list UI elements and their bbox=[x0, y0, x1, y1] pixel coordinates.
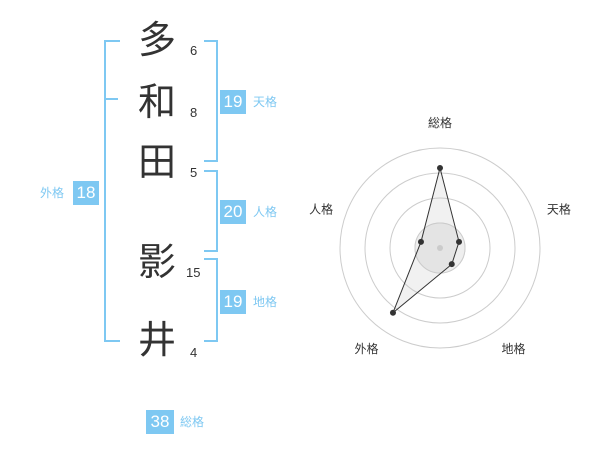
stroke-count-2: 8 bbox=[190, 105, 198, 120]
name-char-5: 井 bbox=[138, 318, 177, 362]
name-char-1: 多 bbox=[138, 18, 177, 62]
tenkaku-score: 19 bbox=[220, 90, 246, 114]
tenkaku-bracket bbox=[204, 40, 218, 162]
radar-ring-2 bbox=[389, 197, 491, 299]
gaikaku-bracket bbox=[104, 40, 120, 342]
jinkaku-label: 人格 bbox=[253, 205, 278, 219]
name-char-3: 田 bbox=[138, 140, 177, 184]
radar-point-2 bbox=[456, 238, 463, 245]
stroke-count-3: 5 bbox=[190, 165, 198, 180]
chikaku-score: 19 bbox=[220, 290, 246, 314]
jinkaku-score: 20 bbox=[220, 200, 246, 224]
soukaku-score: 38 bbox=[146, 410, 174, 434]
radar-polygon bbox=[392, 167, 460, 314]
radar-point-5 bbox=[417, 238, 424, 245]
radar-ring-4 bbox=[339, 147, 541, 349]
name-char-2: 和 bbox=[138, 80, 177, 124]
radar-ring-3 bbox=[364, 172, 516, 324]
chikaku-bracket bbox=[204, 258, 218, 342]
gaikaku-score: 18 bbox=[73, 181, 99, 205]
radar-axis-label-2: 天格 bbox=[547, 201, 571, 216]
soukaku-label: 総格 bbox=[180, 415, 205, 429]
radar-axis-label-1: 総格 bbox=[428, 115, 452, 130]
tenkaku-label: 天格 bbox=[253, 95, 278, 109]
gaikaku-label: 外格 bbox=[40, 186, 65, 200]
stroke-count-1: 6 bbox=[190, 43, 198, 58]
name-char-4: 影 bbox=[138, 240, 177, 284]
jinkaku-bracket bbox=[204, 170, 218, 252]
stroke-count-4: 15 bbox=[186, 265, 201, 280]
radar-axis-label-4: 外格 bbox=[354, 341, 378, 356]
radar-point-3 bbox=[448, 261, 455, 268]
radar-axis-label-5: 人格 bbox=[309, 201, 333, 216]
radar-center-dot bbox=[437, 245, 443, 251]
radar-axis-label-3: 地格 bbox=[501, 341, 525, 356]
radar-point-1 bbox=[437, 165, 443, 171]
stroke-count-5: 4 bbox=[190, 345, 198, 360]
chikaku-label: 地格 bbox=[253, 295, 278, 309]
radar-point-4 bbox=[389, 309, 396, 316]
gaikaku-bracket-tick bbox=[106, 98, 118, 100]
